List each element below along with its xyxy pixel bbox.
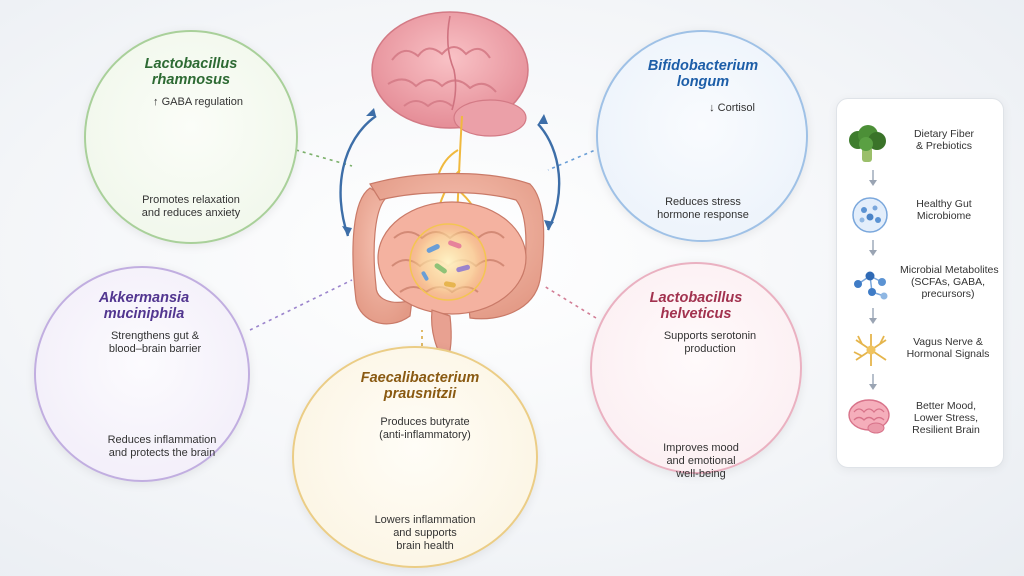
faecalibacterium-card bbox=[292, 346, 538, 568]
microbiome-icon bbox=[852, 197, 888, 233]
helveticus-effect-line2: production bbox=[684, 343, 736, 355]
faecalibacterium-effect-line1: Produces butyrate bbox=[380, 416, 470, 428]
akkermansia-effect: Strengthens gut & blood–brain barrier bbox=[96, 330, 214, 356]
helveticus-benefit-line2: and emotional bbox=[666, 455, 736, 467]
pathway-step-5-label: Better Mood, Lower Stress, Resilient Bra… bbox=[904, 400, 988, 436]
pathway-step-1-line2: & Prebiotics bbox=[915, 140, 973, 152]
longum-benefit-line2: hormone response bbox=[657, 209, 749, 221]
rhamnosus-title: Lactobacillus rhamnosus bbox=[136, 56, 246, 88]
helveticus-benefit-line1: Improves mood bbox=[663, 442, 739, 454]
longum-title: Bifidobacterium longum bbox=[640, 58, 766, 90]
pathway-connector-2 bbox=[872, 240, 874, 250]
pathway-step-5-line1: Better Mood, bbox=[915, 400, 977, 412]
faecalibacterium-effect: Produces butyrate (anti-inflammatory) bbox=[368, 416, 482, 442]
akkermansia-benefit-line2: and protects the brain bbox=[108, 447, 216, 459]
faecalibacterium-benefit-line3: brain health bbox=[396, 540, 454, 552]
longum-card bbox=[596, 30, 808, 242]
feedback-arrows bbox=[339, 115, 561, 237]
pathway-step-3-line2: (SCFAs, GABA, bbox=[910, 276, 986, 288]
pathway-step-2-line2: Microbiome bbox=[916, 210, 972, 222]
longum-effect: ↓ Cortisol bbox=[709, 102, 755, 114]
helveticus-title: Lactobacillus helveticus bbox=[640, 290, 752, 322]
molecule-icon bbox=[854, 271, 888, 300]
longum-title-line2: longum bbox=[676, 74, 730, 90]
pathway-step-1-label: Dietary Fiber & Prebiotics bbox=[904, 128, 984, 152]
helveticus-title-line1: Lactobacillus bbox=[649, 290, 743, 306]
pathway-step-3-label: Microbial Metabolites (SCFAs, GABA, prec… bbox=[900, 264, 999, 300]
neuron-icon bbox=[853, 334, 887, 366]
arrow-down-icon bbox=[869, 250, 877, 256]
pathway-step-5-line3: Resilient Brain bbox=[912, 424, 980, 436]
akkermansia-title-line2: muciniphila bbox=[103, 306, 185, 322]
faecalibacterium-benefit-line2: and supports bbox=[393, 527, 457, 539]
faecalibacterium-effect-line2: (anti-inflammatory) bbox=[379, 429, 471, 441]
akkermansia-benefit: Reduces inflammation and protects the br… bbox=[100, 434, 224, 460]
arrow-head-down-left bbox=[342, 226, 352, 236]
brain-icon bbox=[371, 11, 529, 137]
longum-title-line1: Bifidobacterium bbox=[647, 58, 759, 74]
faecalibacterium-title-line2: prausnitzii bbox=[383, 386, 457, 402]
faecalibacterium-benefit-line1: Lowers inflammation bbox=[374, 514, 476, 526]
akkermansia-title-line1: Akkermansia bbox=[98, 290, 190, 306]
helveticus-title-line2: helveticus bbox=[660, 306, 732, 322]
akkermansia-card bbox=[34, 266, 250, 482]
akkermansia-title: Akkermansia muciniphila bbox=[92, 290, 196, 322]
rhamnosus-card bbox=[84, 30, 298, 244]
faecalibacterium-title-line1: Faecalibacterium bbox=[360, 370, 480, 386]
pathway-step-1-line1: Dietary Fiber bbox=[913, 128, 975, 140]
helveticus-card bbox=[590, 262, 802, 474]
akkermansia-effect-line1: Strengthens gut & bbox=[110, 330, 200, 342]
rhamnosus-effect: ↑ GABA regulation bbox=[153, 96, 243, 108]
pathway-step-4-line1: Vagus Nerve & bbox=[913, 336, 983, 348]
pathway-connector-1 bbox=[872, 170, 874, 180]
arrow-head-down-right bbox=[544, 220, 554, 230]
helveticus-benefit: Improves mood and emotional well-being bbox=[656, 442, 746, 481]
pathway-connector-4 bbox=[872, 374, 874, 384]
connector-lines bbox=[249, 147, 601, 346]
pathway-step-2-label: Healthy Gut Microbiome bbox=[904, 198, 984, 222]
rhamnosus-benefit-line1: Promotes relaxation bbox=[142, 194, 240, 206]
faecalibacterium-title: Faecalibacterium prausnitzii bbox=[352, 370, 488, 402]
pathway-step-3-line3: precursors) bbox=[921, 288, 975, 300]
arrow-down-icon bbox=[869, 318, 877, 324]
arrow-head-up-left bbox=[366, 108, 376, 116]
brain-icon bbox=[848, 399, 890, 434]
akkermansia-benefit-line1: Reduces inflammation bbox=[107, 434, 217, 446]
longum-benefit: Reduces stress hormone response bbox=[648, 196, 758, 222]
gut-illustration bbox=[352, 172, 545, 363]
rhamnosus-title-line1: Lactobacillus bbox=[144, 56, 238, 72]
rhamnosus-benefit: Promotes relaxation and reduces anxiety bbox=[130, 194, 252, 220]
longum-benefit-line1: Reduces stress bbox=[665, 196, 741, 208]
arrow-down-icon bbox=[869, 384, 877, 390]
pathway-step-5-line2: Lower Stress, bbox=[913, 412, 979, 424]
pathway-step-2-line1: Healthy Gut bbox=[916, 198, 972, 210]
rhamnosus-title-line2: rhamnosus bbox=[151, 72, 231, 88]
helveticus-effect-line1: Supports serotonin bbox=[663, 330, 757, 342]
arrow-head-up-right bbox=[538, 114, 548, 124]
broccoli-icon bbox=[849, 125, 886, 162]
helveticus-effect: Supports serotonin production bbox=[656, 330, 764, 356]
arrow-down-icon bbox=[869, 180, 877, 186]
akkermansia-effect-line2: blood–brain barrier bbox=[108, 343, 202, 355]
pathway-step-4-label: Vagus Nerve & Hormonal Signals bbox=[904, 336, 992, 360]
faecalibacterium-benefit: Lowers inflammation and supports brain h… bbox=[370, 514, 480, 553]
pathway-connector-3 bbox=[872, 308, 874, 318]
pathway-step-4-line2: Hormonal Signals bbox=[906, 348, 990, 360]
rhamnosus-benefit-line2: and reduces anxiety bbox=[141, 207, 241, 219]
helveticus-benefit-line3: well-being bbox=[676, 468, 726, 480]
pathway-step-3-line1: Microbial Metabolites bbox=[900, 264, 999, 276]
